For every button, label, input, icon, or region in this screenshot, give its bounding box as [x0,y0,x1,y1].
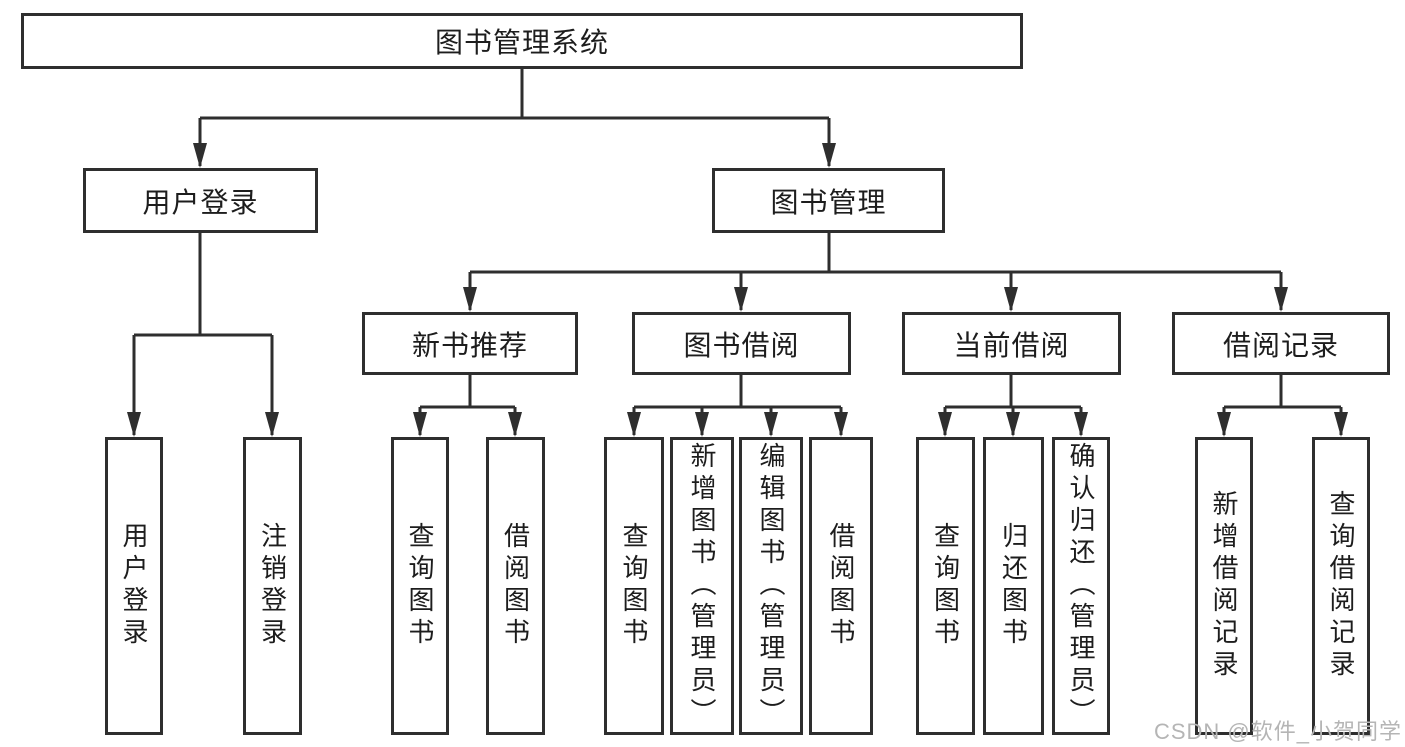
leaf-user-login: 用户登录 [105,437,163,735]
leaf-borrow-books-recommend: 借阅图书 [486,437,545,735]
arrowhead-icon [1274,287,1288,312]
arrowhead-icon [463,287,477,312]
leaf-query-books-recommend: 查询图书 [391,437,449,735]
leaf-add-books-admin: 新增图书（管理员） [670,437,734,735]
leaf-label: 新增借阅记录 [1209,490,1239,682]
arrowhead-icon [1006,412,1020,437]
arrowhead-icon [193,143,207,168]
leaf-label: 查询图书 [619,522,649,650]
leaf-edit-books-admin: 编辑图书（管理员） [739,437,803,735]
node-library-system: 图书管理系统 [21,13,1023,69]
leaf-query-books-current: 查询图书 [916,437,975,735]
arrowhead-icon [734,287,748,312]
leaf-label: 查询图书 [405,522,435,650]
leaf-label: 注销登录 [257,522,288,650]
leaf-query-borrow-record: 查询借阅记录 [1312,437,1370,735]
csdn-watermark: CSDN @软件_小贺同学 [1153,719,1402,744]
connector-new-book-rec-to-leaves [418,375,517,435]
leaf-label: 确认归还（管理员） [1066,442,1096,730]
node-new-book-recommendation: 新书推荐 [362,312,578,375]
node-book-management: 图书管理 [712,168,945,233]
arrowhead-icon [265,412,279,437]
connector-book-borrowing-to-leaves [632,375,843,435]
connector-user-login-to-leaves [132,233,274,435]
leaf-add-borrow-record: 新增借阅记录 [1195,437,1253,735]
arrowhead-icon [127,412,141,437]
leaf-label: 归还图书 [998,522,1029,650]
arrowhead-icon [695,412,709,437]
arrowhead-icon [1334,412,1348,437]
leaf-label: 查询图书 [930,522,961,650]
leaf-label: 查询借阅记录 [1326,490,1356,682]
leaf-label: 借阅图书 [826,522,856,650]
connector-root-to-level2 [198,69,831,166]
leaf-label: 编辑图书（管理员） [756,442,786,730]
leaf-label: 用户登录 [119,522,149,650]
arrowhead-icon [822,143,836,168]
node-current-borrowing: 当前借阅 [902,312,1121,375]
leaf-borrow-books-borrowing: 借阅图书 [809,437,873,735]
leaf-logout: 注销登录 [243,437,302,735]
leaf-query-books-borrowing: 查询图书 [604,437,664,735]
arrowhead-icon [413,412,427,437]
arrowhead-icon [938,412,952,437]
arrowhead-icon [764,412,778,437]
arrowhead-icon [1004,287,1018,312]
leaf-label: 新增图书（管理员） [687,442,717,730]
connector-borrow-records-to-leaves [1222,375,1343,435]
arrowheads [127,143,1348,437]
arrowhead-icon [1217,412,1231,437]
node-book-borrowing: 图书借阅 [632,312,851,375]
arrowhead-icon [627,412,641,437]
connector-book-management-to-level3 [468,233,1283,310]
arrowhead-icon [834,412,848,437]
leaf-confirm-return-admin: 确认归还（管理员） [1052,437,1110,735]
leaf-label: 借阅图书 [500,522,531,650]
arrowhead-icon [508,412,522,437]
node-borrowing-records: 借阅记录 [1172,312,1390,375]
node-user-login: 用户登录 [83,168,318,233]
arrowhead-icon [1074,412,1088,437]
leaf-return-books: 归还图书 [983,437,1044,735]
